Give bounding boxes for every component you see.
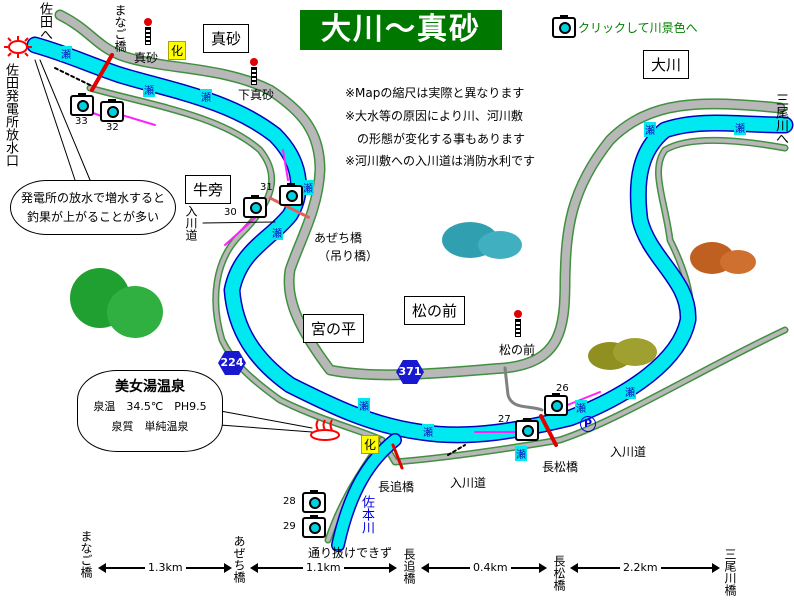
callout-line: 釣果が上がることが多い (26, 210, 159, 224)
nagaoi-bridge (391, 443, 404, 470)
distance-point: あぜち橋 (232, 535, 246, 583)
rapid-marker: 瀬 (358, 398, 370, 413)
toilet-icon: 化 (168, 41, 187, 60)
label-nagaoi-bridge: 長追橋 (378, 480, 415, 494)
camera-spot-33[interactable] (70, 93, 94, 116)
label-azechi-sub: （吊り橋） (318, 249, 379, 263)
rapid-marker: 瀬 (60, 46, 72, 61)
area-gobo: 牛旁 (185, 175, 232, 204)
bus-stop-icon (144, 18, 152, 46)
rapid-marker: 瀬 (422, 424, 434, 439)
camera-number: 29 (283, 521, 296, 532)
map-title: 大川〜真砂 (300, 10, 502, 50)
label-sada: 佐田へ (37, 2, 52, 41)
label-mio: 三尾川へ (773, 93, 788, 145)
bus-stop-icon (250, 58, 258, 86)
note: ※Mapの縮尺は実際と異なります (345, 86, 525, 100)
road-matsunomae (503, 366, 544, 412)
bus-stop-label: 松の前 (499, 343, 536, 357)
bus-stop-icon (514, 310, 522, 338)
distance-segment: 1.3km (145, 561, 186, 574)
camera-spot-32[interactable] (100, 99, 124, 122)
nagamatsu-bridge (539, 414, 558, 447)
note: ※河川敷への入川道は消防水利です (345, 154, 536, 168)
bus-stop-label: 真砂 (134, 51, 159, 65)
label-irikawa: 入川道 (184, 205, 198, 241)
power-outlet-icon (4, 36, 32, 58)
rapid-marker: 瀬 (200, 89, 212, 104)
area-matsunomae: 松の前 (404, 296, 466, 325)
camera-spot-29[interactable] (302, 515, 326, 538)
camera-number: 31 (260, 182, 273, 193)
camera-number: 26 (556, 383, 569, 394)
rapid-marker: 瀬 (271, 225, 283, 240)
label-irikawa: 入川道 (610, 445, 647, 459)
distance-segment: 2.2km (620, 561, 661, 574)
rapid-marker: 瀬 (302, 180, 314, 195)
azechi-bridge (268, 196, 312, 220)
note: の形態が変化する事もあります (357, 132, 526, 146)
rapid-marker: 瀬 (575, 400, 587, 415)
distance-point: 長追橋 (402, 548, 416, 584)
camera-number: 33 (75, 116, 88, 127)
rapid-marker: 瀬 (644, 122, 656, 137)
manago-bridge (90, 53, 114, 92)
onsen-name: 美女湯温泉 (115, 379, 185, 395)
distance-segment: 1.1km (303, 561, 344, 574)
note: ※大水等の原因により川、河川敷 (345, 109, 523, 123)
label-irikawa: 入川道 (450, 476, 487, 490)
camera-spot-30[interactable] (243, 195, 267, 218)
label-azechi-bridge: あぜち橋 (314, 231, 363, 245)
onsen-icon (310, 419, 340, 441)
rapid-marker: 瀬 (515, 446, 527, 461)
camera-number: 27 (498, 414, 511, 425)
onsen-callout: 美女湯温泉 泉温 34.5℃ PH9.5 泉質 単純温泉 (77, 370, 223, 452)
rapid-marker: 瀬 (624, 384, 636, 399)
camera-spot-28[interactable] (302, 490, 326, 513)
onsen-type: 泉質 単純温泉 (111, 420, 189, 433)
route-224-sign: 224 (218, 351, 246, 375)
label-power-outlet: 佐田発電所放水口 (3, 63, 18, 167)
camera-number: 30 (224, 207, 237, 218)
parking-icon: P (580, 416, 596, 432)
label-no-through: 通り抜けできず (308, 546, 393, 560)
distance-point: 長松橋 (552, 555, 566, 591)
area-masago: 真砂 (203, 24, 250, 53)
camera-number: 28 (283, 496, 296, 507)
area-miyanohira: 宮の平 (303, 314, 365, 343)
distance-segment: 0.4km (470, 561, 511, 574)
hills (70, 222, 756, 370)
distance-point: まなご橋 (79, 530, 93, 578)
camera-number: 32 (106, 122, 119, 133)
rapid-marker: 瀬 (143, 82, 155, 97)
callout-line: 発電所の放水で増水すると (20, 191, 165, 205)
power-outlet-callout: 発電所の放水で増水すると 釣果が上がることが多い (10, 180, 176, 235)
camera-spot-27[interactable] (515, 418, 539, 441)
label-sakamoto-river: 佐本川 (359, 495, 374, 534)
distance-point: 三尾川橋 (723, 548, 737, 596)
bus-stop-label: 下真砂 (238, 88, 275, 102)
legend-text: クリックして川景色へ (578, 21, 698, 35)
label-nagamatsu-bridge: 長松橋 (542, 460, 579, 474)
label-manago-bridge: まなご橋 (113, 4, 127, 52)
toilet-icon: 化 (361, 435, 380, 454)
camera-icon (552, 15, 576, 38)
area-ogawa: 大川 (643, 50, 690, 79)
rapid-marker: 瀬 (734, 120, 746, 135)
onsen-temp: 泉温 34.5℃ PH9.5 (93, 400, 207, 413)
camera-spot-31[interactable] (279, 183, 303, 206)
camera-spot-26[interactable] (544, 393, 568, 416)
